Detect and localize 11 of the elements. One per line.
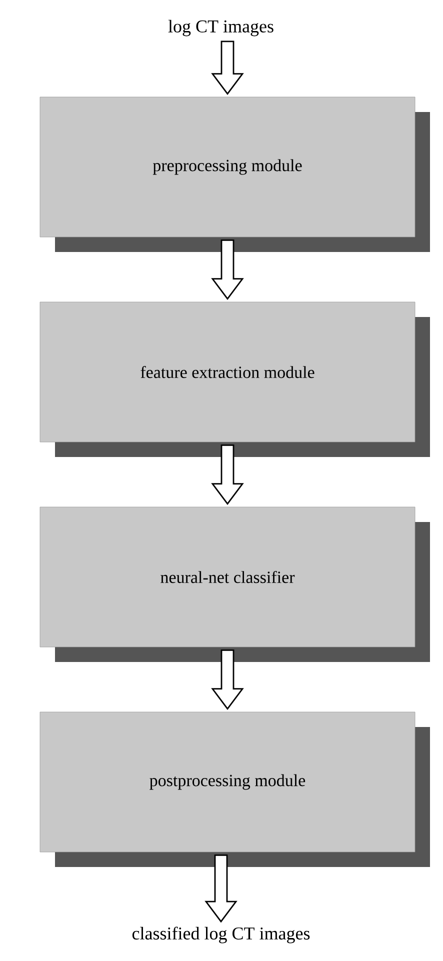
process-box: postprocessing module xyxy=(40,712,430,867)
process-box: preprocessing module xyxy=(40,96,430,252)
process-box: neural-net classifier xyxy=(40,506,430,662)
io-label: log CT images xyxy=(168,20,274,36)
block-arrow xyxy=(211,40,244,95)
block-arrow xyxy=(211,444,244,505)
io-label: classified log CT images xyxy=(132,926,310,944)
process-box: feature extraction module xyxy=(40,302,430,457)
block-arrow xyxy=(204,854,238,923)
block-arrow xyxy=(211,240,244,300)
block-arrow xyxy=(211,650,244,710)
